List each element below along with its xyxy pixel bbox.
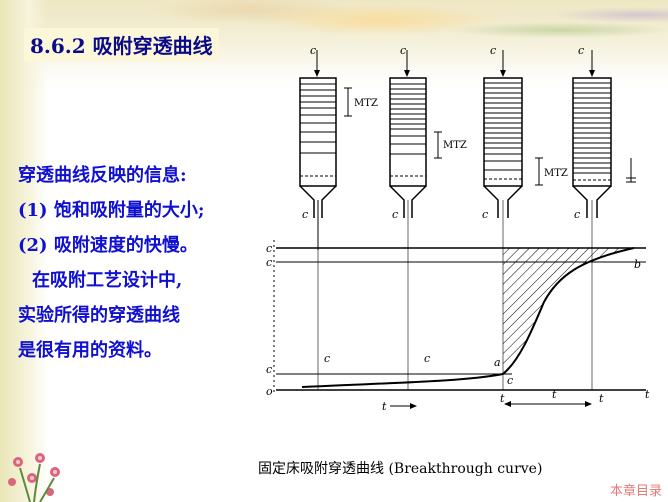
saturated-packing-lines [390, 83, 426, 155]
time-label: t [382, 400, 387, 410]
mtz-label: MTZ [443, 140, 467, 151]
time-label: t [552, 388, 557, 401]
toc-link[interactable]: 本章目录 [609, 484, 662, 499]
adsorption-column-3: c c MTZ [482, 44, 568, 390]
time-label: t [645, 388, 650, 401]
slide-body-text: 穿透曲线反映的信息: (1) 饱和吸附量的大小; (2) 吸附速度的快慢。 在吸… [18, 158, 268, 368]
body-line: 是很有用的资料。 [18, 340, 162, 361]
mtz-label: MTZ [354, 98, 378, 109]
curve-c-label: c [324, 352, 330, 365]
outlet-c-label: c [574, 208, 580, 221]
inlet-c-label: c [310, 44, 316, 57]
mtz-label: MTZ [544, 168, 568, 179]
axis-c-label: c [266, 242, 272, 255]
axis-c-label: c [266, 363, 272, 376]
breakthrough-curve-figure: c c MTZ c [266, 44, 650, 410]
body-line: 在吸附工艺设计中, [32, 270, 183, 291]
outlet-c-label: c [392, 208, 398, 221]
saturated-packing-lines [484, 82, 522, 171]
point-a-label: a [494, 356, 501, 369]
flower-decoration [8, 453, 60, 502]
axis-origin-label: o [266, 385, 273, 398]
outlet-c-label: c [302, 208, 308, 221]
slide-title: 8.6.2 吸附穿透曲线 [24, 28, 219, 61]
saturated-packing-lines [300, 83, 336, 154]
figure-caption: 固定床吸附穿透曲线 (Breakthrough curve) [258, 461, 543, 477]
adsorption-column-4: c c [572, 44, 636, 390]
curve-c-label: c [424, 352, 430, 365]
adsorption-column-1: c c MTZ [299, 44, 378, 390]
body-line: (1) 饱和吸附量的大小; [18, 200, 205, 221]
time-label: t [599, 392, 604, 405]
breakthrough-capacity-area [503, 248, 634, 374]
inlet-c-label: c [400, 44, 406, 57]
inlet-c-label: c [578, 44, 584, 57]
outlet-c-label: c [482, 208, 488, 221]
decorative-side-band [0, 0, 48, 502]
adsorption-column-2: c c MTZ [389, 44, 467, 390]
point-b-label: b [634, 258, 641, 271]
inlet-c-label: c [490, 44, 496, 57]
saturated-packing-lines [573, 82, 611, 174]
body-line: 实验所得的穿透曲线 [18, 305, 180, 326]
axis-c-label: c [266, 256, 272, 269]
time-label: t [500, 392, 505, 405]
breakthrough-curve [301, 247, 635, 388]
body-line: 穿透曲线反映的信息: [18, 165, 187, 186]
body-line: (2) 吸附速度的快慢。 [18, 235, 198, 256]
breakthrough-plot: c c c o c c a b c t t t t t [266, 240, 650, 410]
point-c-label: c [507, 374, 513, 387]
